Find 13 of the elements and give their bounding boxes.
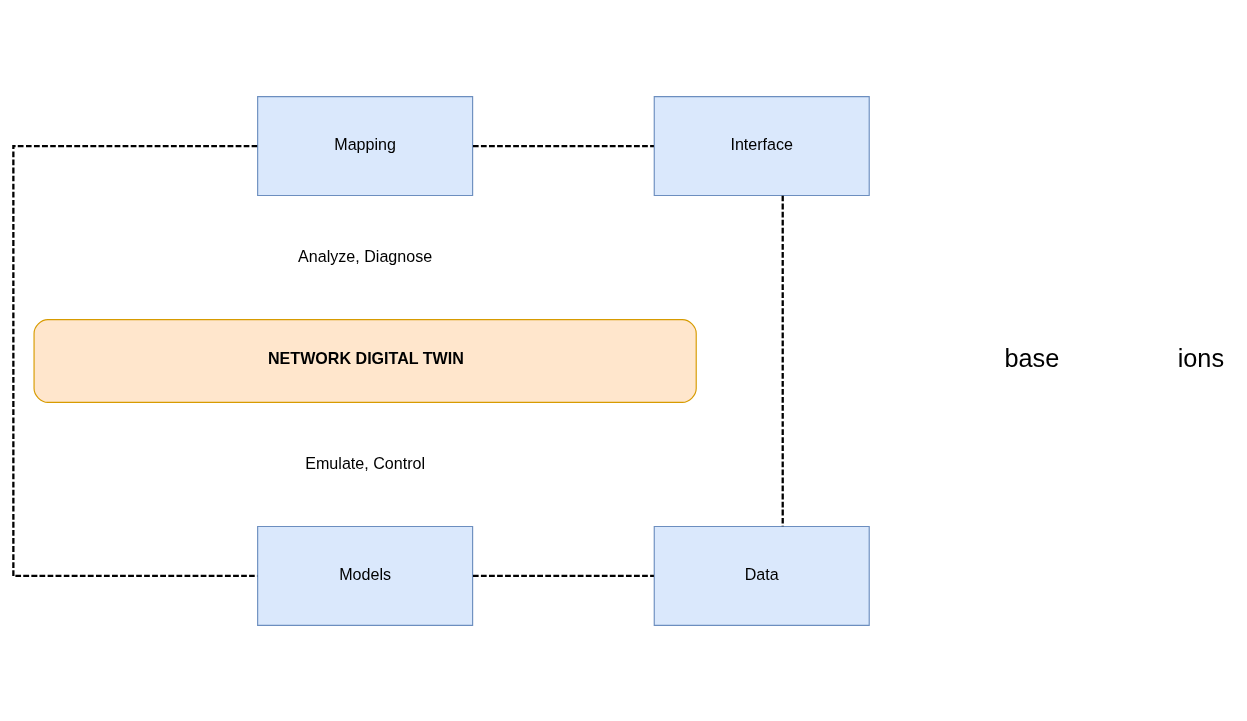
node-box: Interface <box>653 95 870 196</box>
connector <box>781 195 784 526</box>
node-box: Mapping <box>257 95 474 196</box>
label: ions <box>1177 343 1225 372</box>
label: Analyze, Diagnose <box>298 246 433 265</box>
connector <box>12 144 258 577</box>
label: Emulate, Control <box>305 453 426 472</box>
connector <box>473 574 654 577</box>
connector <box>473 144 654 147</box>
node-box: NETWORK DIGITAL TWIN <box>33 318 697 403</box>
node-box: Data <box>653 525 870 626</box>
node-box: Models <box>257 525 474 626</box>
label: base <box>1004 343 1060 372</box>
